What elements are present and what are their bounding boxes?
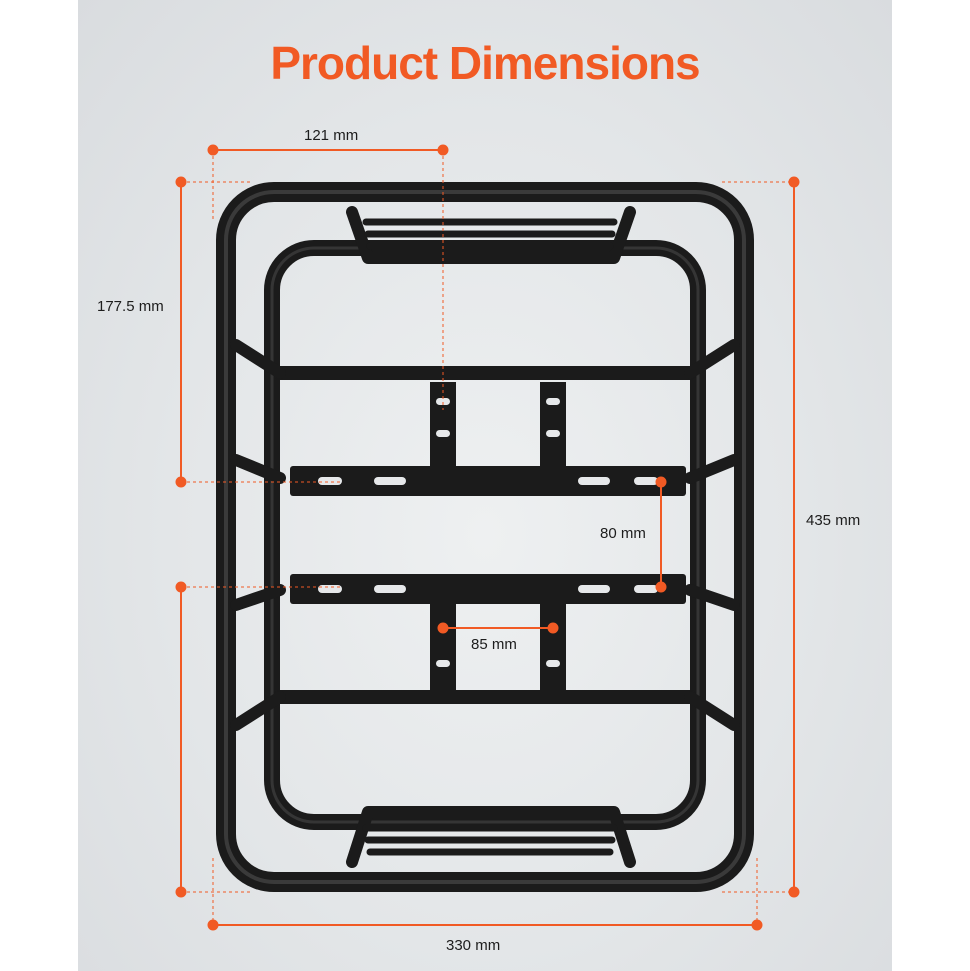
dim-dot [437, 622, 449, 634]
outer-frame [216, 182, 754, 892]
dimension-lines [175, 144, 800, 931]
front-rack-illustration [216, 182, 754, 892]
lower-mount-plate [290, 574, 686, 690]
label-330mm: 330 mm [446, 937, 501, 954]
bottom-platform [346, 806, 636, 868]
label-435mm: 435 mm [806, 512, 861, 529]
dim-dot [547, 622, 559, 634]
label-80mm: 80 mm [600, 525, 646, 542]
mount-slots [318, 398, 658, 667]
label-121mm: 121 mm [304, 127, 359, 144]
label-177-5mm: 177.5 mm [97, 298, 164, 315]
upper-mount-plate [290, 382, 686, 496]
side-connectors [230, 339, 740, 731]
dim-dot [655, 476, 667, 488]
top-platform [346, 206, 636, 264]
crossbars [273, 366, 697, 704]
page-title: Product Dimensions [270, 37, 700, 89]
dim-dot [655, 581, 667, 593]
label-85mm: 85 mm [471, 636, 517, 653]
